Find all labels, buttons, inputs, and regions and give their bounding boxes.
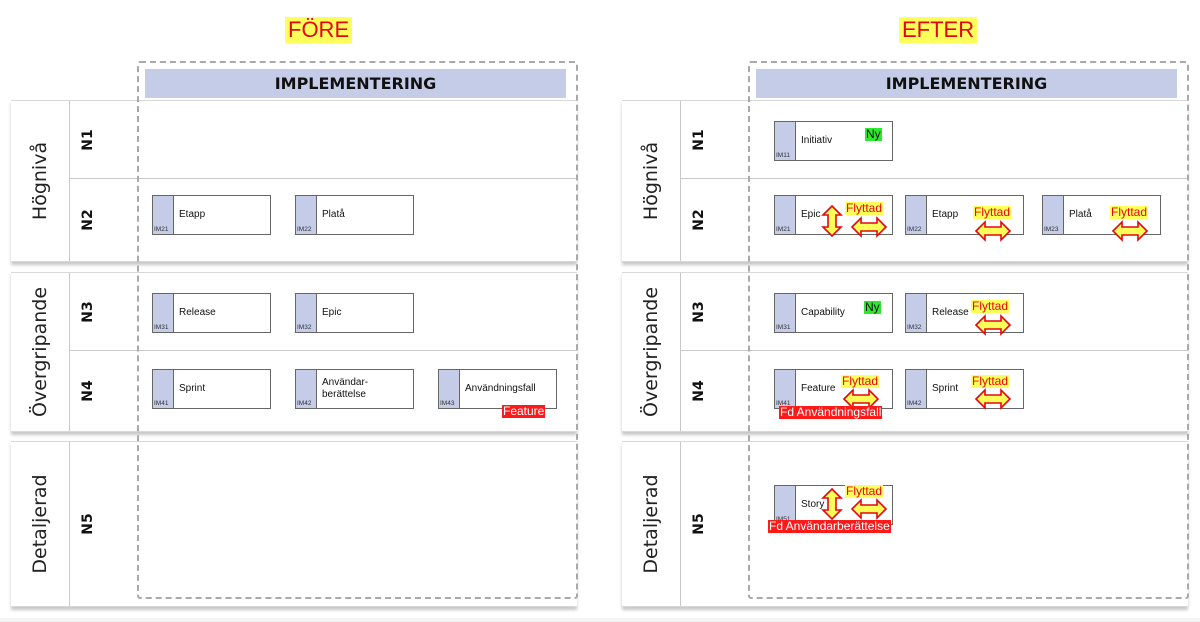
box-name: Initiativ xyxy=(801,135,833,146)
box-code: IM41 xyxy=(154,400,169,407)
bottom-strip xyxy=(0,618,1200,622)
panel-after: Högnivå N1 N2 Övergripande N3 N4 Detalje… xyxy=(622,57,1189,609)
vertical-double-arrow-icon xyxy=(821,204,843,238)
level-label: N4 xyxy=(691,380,707,402)
level-label: N1 xyxy=(691,128,707,151)
box-name: Release xyxy=(179,307,216,318)
moved-tag: Flyttad xyxy=(1110,205,1149,219)
box-name: Användar-berättelse xyxy=(322,377,369,400)
moved-tag: Flyttad xyxy=(971,299,1010,313)
level-label: N2 xyxy=(691,209,707,231)
moved-tag: Flyttad xyxy=(973,205,1012,219)
group-label: Övergripande xyxy=(11,273,70,431)
box-name: Platå xyxy=(322,209,345,220)
level-label: N5 xyxy=(691,512,707,535)
level-n5: N5 xyxy=(69,442,577,605)
implementation-header: IMPLEMENTERING xyxy=(756,69,1177,98)
vertical-double-arrow-icon xyxy=(821,487,843,521)
level-n2: N2 xyxy=(69,178,577,261)
level-n4: N4 xyxy=(69,350,577,431)
level-label: N3 xyxy=(691,300,707,323)
box-code: IM22 xyxy=(907,226,922,233)
box-code: IM31 xyxy=(776,324,791,331)
box-name: Etapp xyxy=(179,209,206,220)
horizontal-double-arrow-icon xyxy=(974,314,1012,336)
box-code: IM43 xyxy=(440,400,455,407)
horizontal-double-arrow-icon xyxy=(974,388,1012,410)
level-n1: N1 xyxy=(680,101,1188,178)
former-name-tag: Fd Användarberättelse xyxy=(768,519,891,533)
box-code: IM32 xyxy=(297,324,312,331)
moved-tag: Flyttad xyxy=(845,484,884,498)
box-name: Sprint xyxy=(179,383,206,394)
group-label: Högnivå xyxy=(622,101,681,261)
box-code: IM51 xyxy=(776,516,790,523)
level-label: N5 xyxy=(80,512,96,535)
horizontal-double-arrow-icon xyxy=(1111,220,1149,242)
box-name: Platå xyxy=(1069,209,1092,220)
level-n2: N2 xyxy=(680,178,1188,261)
group-label: Detaljerad xyxy=(11,442,70,606)
box-name: Capability xyxy=(801,307,845,318)
box-code: IM42 xyxy=(907,400,922,407)
level-label: N4 xyxy=(80,380,96,402)
box-im41[interactable]: IM41 Sprint xyxy=(152,369,271,409)
horizontal-double-arrow-icon xyxy=(842,388,880,410)
level-n1: N1 xyxy=(69,101,577,178)
box-im32[interactable]: IM32 Epic xyxy=(295,293,414,333)
new-tag: Ny xyxy=(864,300,881,314)
box-im22[interactable]: IM22 Platå xyxy=(295,195,414,235)
box-im31[interactable]: IM31 Release xyxy=(152,293,271,333)
box-name: Story xyxy=(801,499,825,510)
box-im43[interactable]: IM43 Användningsfall xyxy=(438,369,557,409)
new-tag: Ny xyxy=(865,127,882,141)
box-code: IM21 xyxy=(776,226,791,233)
group-detaljerad: Detaljerad N5 xyxy=(11,441,577,607)
box-im32[interactable]: IM32 Release xyxy=(905,293,1024,333)
box-name: Etapp xyxy=(932,209,959,220)
level-label: N3 xyxy=(80,300,96,323)
title-before: FÖRE xyxy=(285,17,353,43)
moved-tag: Flyttad xyxy=(845,201,884,215)
former-type-tag: Feature xyxy=(502,404,546,418)
group-hognivå: Högnivå N1 N2 xyxy=(11,100,577,262)
title-after: EFTER xyxy=(899,17,978,43)
box-im42[interactable]: IM42 Sprint xyxy=(905,369,1024,409)
group-detaljerad: Detaljerad N5 xyxy=(622,441,1188,607)
box-code: IM32 xyxy=(907,324,922,331)
horizontal-double-arrow-icon xyxy=(974,220,1012,242)
level-label: N2 xyxy=(80,209,96,231)
box-name: Release xyxy=(932,307,969,318)
box-code: IM42 xyxy=(297,400,312,407)
group-label: Högnivå xyxy=(11,101,70,261)
box-name: Epic xyxy=(801,209,821,220)
box-im31[interactable]: IM31 Capability xyxy=(774,293,893,333)
level-n4: N4 xyxy=(680,350,1188,431)
panel-before: Högnivå N1 N2 Övergripande N3 N4 Detalje… xyxy=(11,57,578,609)
box-name: Användningsfall xyxy=(465,383,536,394)
box-name: Sprint xyxy=(932,383,959,394)
box-im11[interactable]: IM11 Initiativ xyxy=(774,121,893,161)
box-im21[interactable]: IM21 Etapp xyxy=(152,195,271,235)
horizontal-double-arrow-icon xyxy=(850,216,888,238)
box-code: IM41 xyxy=(776,400,791,407)
box-code: IM23 xyxy=(1044,226,1059,233)
moved-tag: Flyttad xyxy=(971,374,1010,388)
box-code: IM11 xyxy=(776,152,790,159)
group-label: Detaljerad xyxy=(622,442,681,606)
box-code: IM22 xyxy=(297,226,312,233)
moved-tag: Flyttad xyxy=(841,374,880,388)
group-label: Övergripande xyxy=(622,273,681,431)
former-name-tag: Fd Användningsfall xyxy=(779,405,883,419)
box-im42[interactable]: IM42 Användar-berättelse xyxy=(295,369,414,409)
horizontal-double-arrow-icon xyxy=(850,498,888,520)
box-code: IM21 xyxy=(154,226,169,233)
box-name: Epic xyxy=(322,307,342,318)
level-n5: N5 xyxy=(680,442,1188,605)
box-code: IM31 xyxy=(154,324,169,331)
implementation-header: IMPLEMENTERING xyxy=(145,69,566,98)
box-name: Feature xyxy=(801,383,836,394)
group-hognivå: Högnivå N1 N2 xyxy=(622,100,1188,262)
level-label: N1 xyxy=(80,128,96,151)
